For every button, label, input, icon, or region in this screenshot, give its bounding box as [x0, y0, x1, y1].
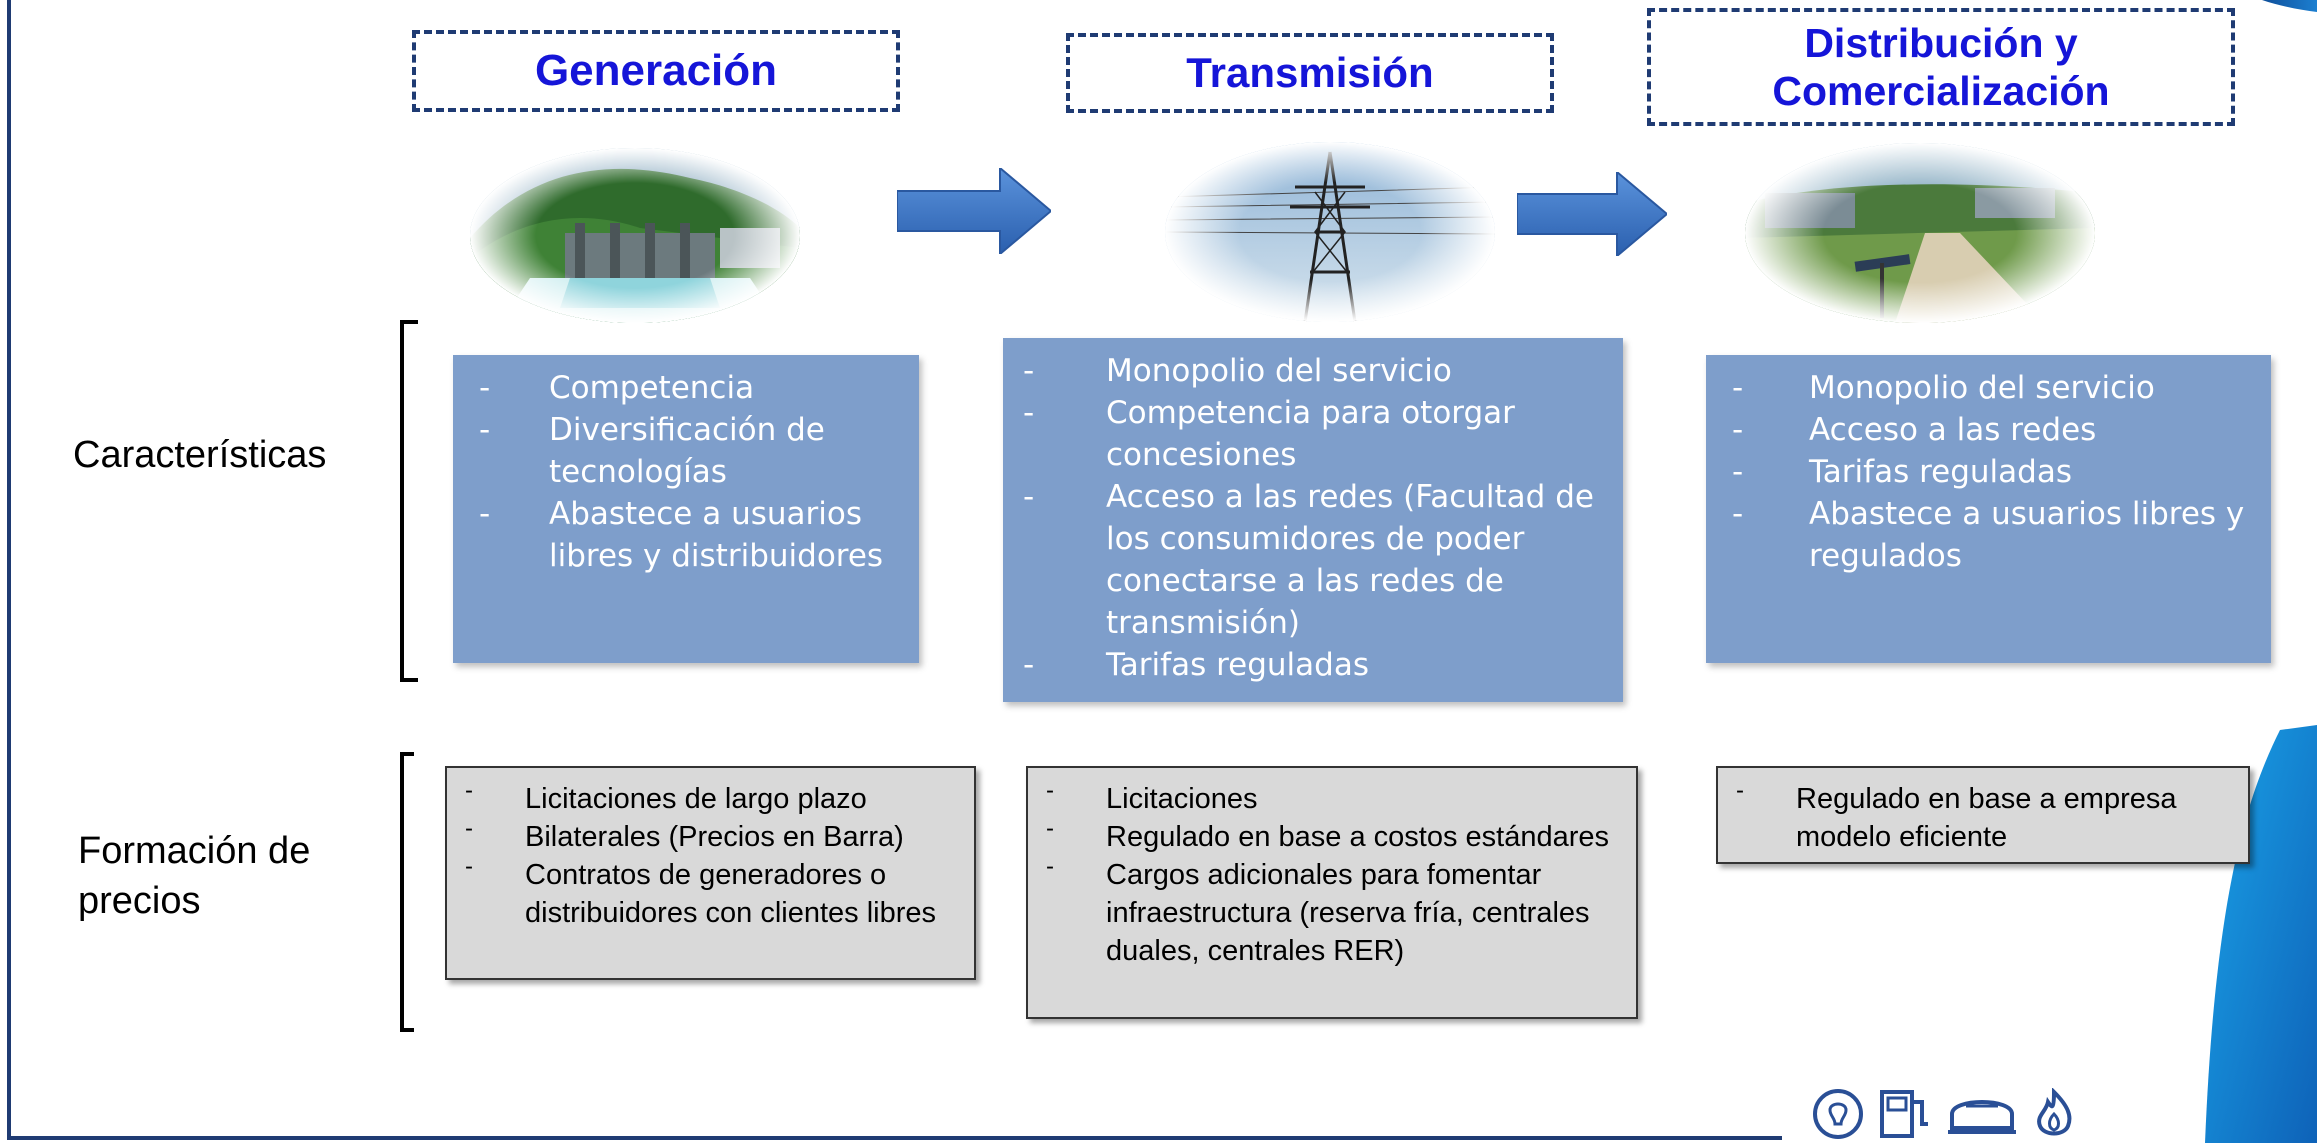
list-item: -Licitaciones de largo plazo — [465, 777, 867, 815]
fuel-pump-icon — [1880, 1090, 1928, 1138]
list-item: -Regulado en base a costos estándares — [1046, 815, 1610, 853]
frame-bottom-border — [7, 1136, 1782, 1140]
energy-logo-icons — [1810, 1088, 2080, 1140]
gas-tank-icon — [1948, 1100, 2016, 1134]
characteristics-box-distribution: -Monopolio del servicio -Acceso a las re… — [1706, 355, 2271, 663]
row-label-pricing-line2: precios — [78, 880, 201, 922]
list-item: -Acceso a las redes (Facultad de los con… — [1023, 479, 1594, 641]
row-label-pricing: Formación de precios — [78, 826, 310, 926]
characteristics-box-generation: -Competencia -Diversificación de tecnolo… — [453, 355, 919, 663]
list-item: -Regulado en base a empresa modelo efici… — [1736, 777, 2177, 853]
flame-icon — [2037, 1088, 2072, 1136]
pricing-box-transmission: -Licitaciones -Regulado en base a costos… — [1026, 766, 1638, 1019]
list-item: -Competencia para otorgar concesiones — [1023, 395, 1515, 473]
pricing-box-generation: -Licitaciones de largo plazo -Bilaterale… — [445, 766, 976, 980]
list-item: -Tarifas reguladas — [1023, 647, 1369, 683]
transmission-tower-photo — [1165, 142, 1495, 322]
list-item: -Acceso a las redes — [1732, 412, 2097, 448]
pricing-box-distribution: -Regulado en base a empresa modelo efici… — [1716, 766, 2250, 864]
bracket-pricing — [400, 752, 414, 1032]
stage-title-distribution: Distribución y Comercialización — [1647, 8, 2235, 126]
stage-title-generation-text: Generación — [534, 46, 778, 95]
list-item: -Competencia — [479, 370, 755, 406]
frame-left-border — [7, 0, 11, 1140]
row-label-pricing-line1: Formación de — [78, 830, 311, 872]
distribution-street-photo — [1745, 143, 2095, 323]
list-item: -Licitaciones — [1046, 777, 1258, 815]
stage-title-transmission: Transmisión — [1066, 33, 1554, 113]
arrow-right-icon — [897, 168, 1051, 254]
list-item: -Monopolio del servicio — [1023, 353, 1452, 389]
list-item: -Monopolio del servicio — [1732, 370, 2155, 406]
row-label-characteristics: Características — [73, 434, 327, 476]
bracket-characteristics — [400, 320, 418, 682]
stage-title-distribution-line2: Comercialización — [1772, 68, 2110, 114]
list-item: -Abastece a usuarios libres y distribuid… — [479, 496, 884, 574]
lightbulb-icon — [1813, 1089, 1863, 1139]
list-item: -Tarifas reguladas — [1732, 454, 2072, 490]
stage-title-generation: Generación — [412, 30, 900, 112]
list-item: -Bilaterales (Precios en Barra) — [465, 815, 904, 853]
stage-title-transmission-text: Transmisión — [1186, 49, 1434, 96]
list-item: -Diversificación de tecnologías — [479, 412, 825, 490]
hydroelectric-dam-photo — [470, 148, 800, 323]
stage-title-distribution-line1: Distribución y — [1804, 20, 2078, 66]
list-item: -Contratos de generadores o distribuidor… — [465, 853, 937, 929]
arrow-right-icon — [1517, 172, 1667, 256]
characteristics-box-transmission: -Monopolio del servicio -Competencia par… — [1003, 338, 1623, 702]
list-item: -Cargos adicionales para fomentar infrae… — [1046, 853, 1590, 967]
list-item: -Abastece a usuarios libres y regulados — [1732, 496, 2245, 574]
